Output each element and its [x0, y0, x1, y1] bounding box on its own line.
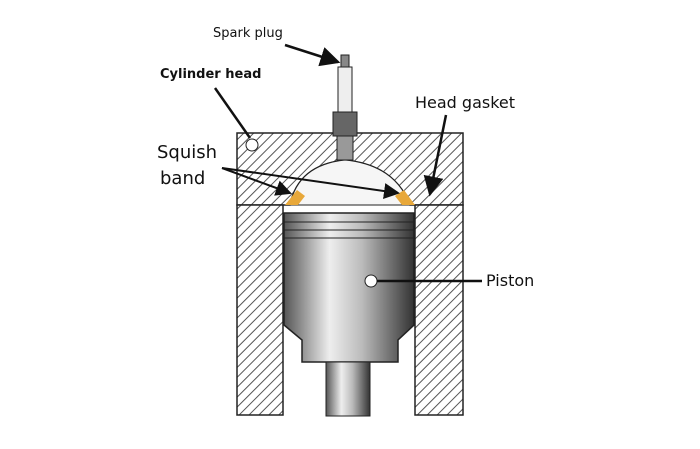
spark-plug-arrow — [284, 43, 341, 67]
label-band: band — [160, 168, 206, 189]
squish-band-right — [395, 190, 415, 205]
label-head-gasket: Head gasket — [415, 93, 516, 112]
label-cylinder-head: Cylinder head — [160, 67, 262, 82]
piston — [283, 212, 415, 363]
head-gasket-arrow — [423, 114, 448, 197]
head-dot — [245, 138, 259, 152]
label-spark-plug: Spark plug — [213, 26, 283, 41]
cylinder-head-arrow — [213, 87, 252, 139]
cylinder-wall-left — [236, 204, 284, 416]
squish-band-left — [285, 190, 305, 205]
connecting-rod — [325, 361, 371, 417]
label-piston: Piston — [486, 271, 535, 290]
spark-plug — [332, 54, 358, 161]
label-squish: Squish — [157, 142, 218, 163]
squish-arrow-right — [221, 167, 400, 199]
squish-arrow-left — [221, 167, 292, 196]
cylinder-wall-right — [414, 204, 464, 416]
piston-pin-dot — [364, 274, 378, 288]
